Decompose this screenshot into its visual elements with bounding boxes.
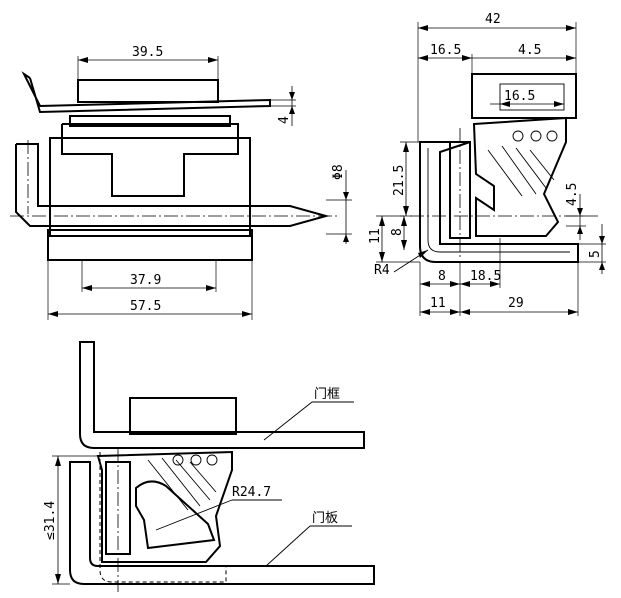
dim-arrow xyxy=(343,192,349,200)
dim-21-5-label: 21.5 xyxy=(392,165,407,196)
side-rib xyxy=(487,149,523,197)
install-hole xyxy=(206,454,218,466)
side-hole xyxy=(546,130,558,142)
side-rib xyxy=(501,145,537,195)
dim-arrow xyxy=(242,311,252,317)
side-hole xyxy=(530,130,542,142)
install-rib xyxy=(147,459,189,511)
dim-11h-label: 11 xyxy=(430,296,446,311)
dim-arrow xyxy=(460,281,470,287)
install-rib xyxy=(161,457,201,507)
door-frame-leader xyxy=(263,401,313,441)
dim-arrow xyxy=(490,281,500,287)
dim-arrow xyxy=(577,208,583,216)
dim-18-5-label: 18.5 xyxy=(470,269,501,284)
door-frame-label: 门框 xyxy=(314,387,340,402)
door-panel-label: 门板 xyxy=(312,511,338,526)
dim-4-label: 4 xyxy=(277,116,292,124)
dim-arrow xyxy=(460,309,470,315)
install-latch-housing xyxy=(96,450,233,563)
dim-arrow xyxy=(566,25,576,31)
dim-arrow xyxy=(568,309,578,315)
dim-16-5-label: 16.5 xyxy=(430,43,461,58)
install-top-block xyxy=(129,397,237,435)
side-latch xyxy=(472,116,567,237)
dim-arrow xyxy=(418,25,428,31)
dim-arrow xyxy=(379,216,385,226)
dim-29-label: 29 xyxy=(508,296,524,311)
dim-arrow xyxy=(450,281,460,287)
dim-57-5-label: 57.5 xyxy=(130,299,161,314)
r24-7-leader xyxy=(155,499,233,531)
side-view: 42 16.5 4.5 16.5 21.5 11 8 xyxy=(368,12,606,316)
side-rib xyxy=(529,149,555,181)
side-cap-inner xyxy=(499,83,565,111)
dim-arrow xyxy=(401,240,407,250)
door-panel xyxy=(69,461,375,585)
dim-arrow xyxy=(289,92,295,100)
dim-arrow xyxy=(55,456,61,466)
dim-arrow xyxy=(554,101,564,107)
front-housing xyxy=(49,137,251,237)
install-hole xyxy=(172,454,184,466)
dim-4-5-label: 4.5 xyxy=(518,43,541,58)
dim-arrow xyxy=(577,226,583,234)
r4-label: R4 xyxy=(374,263,390,278)
dim-arrow xyxy=(566,55,576,61)
dim-arrow xyxy=(450,309,460,315)
front-mid-body xyxy=(61,123,239,197)
install-rib xyxy=(189,461,217,493)
install-hole xyxy=(190,454,202,466)
dim-37-9-label: 37.9 xyxy=(130,273,161,288)
dim-5-label: 5 xyxy=(588,250,603,258)
front-top-block xyxy=(77,79,219,103)
dim-31-4-label: ≤31.4 xyxy=(43,501,58,540)
dim-arrow xyxy=(599,262,605,270)
dim-arrow xyxy=(599,236,605,244)
dim-phi8-label: Φ8 xyxy=(331,164,346,180)
side-inner-bracket xyxy=(427,148,570,253)
dim-arrow xyxy=(48,311,58,317)
dim-arrow xyxy=(289,106,295,114)
front-view: 39.5 4 Φ8 37.9 57.5 xyxy=(10,45,352,320)
dim-arrow xyxy=(82,285,92,291)
dim-arrow xyxy=(55,574,61,584)
front-upper-plate xyxy=(69,115,231,127)
side-l-body xyxy=(419,141,579,263)
dim-arrow xyxy=(403,142,409,152)
dim-arrow xyxy=(462,55,472,61)
install-view: ≤31.4 R24.7 门框 门板 xyxy=(43,341,375,592)
dim-11-label: 11 xyxy=(368,228,383,244)
dim-arrow xyxy=(208,57,218,63)
dim-4-5r-label: 4.5 xyxy=(565,183,580,206)
dim-arrow xyxy=(420,281,430,287)
dim-arrow xyxy=(401,216,407,226)
dim-arrow xyxy=(420,309,430,315)
dim-8h-label: 8 xyxy=(438,269,446,284)
r24-7-label: R24.7 xyxy=(232,485,271,500)
side-hole xyxy=(512,130,524,142)
front-base-plate xyxy=(47,229,253,261)
dim-arrow xyxy=(418,250,428,258)
install-rib xyxy=(175,459,211,501)
side-cap xyxy=(471,73,577,119)
dim-arrow xyxy=(379,252,385,262)
dim-arrow xyxy=(343,234,349,242)
dim-arrow xyxy=(418,55,428,61)
dim-arrow xyxy=(206,285,216,291)
install-hidden-outline xyxy=(99,452,227,583)
dim-arrow xyxy=(500,101,510,107)
dim-39-5-label: 39.5 xyxy=(132,45,163,60)
dim-arrow xyxy=(403,206,409,216)
side-rib xyxy=(515,147,547,189)
install-latch-arm xyxy=(135,480,216,550)
dim-cap-label: 16.5 xyxy=(504,89,535,104)
door-panel-leader xyxy=(265,525,311,567)
dim-42-label: 42 xyxy=(485,12,501,27)
dim-8v-label: 8 xyxy=(390,228,405,236)
front-pin xyxy=(15,143,330,227)
dim-arrow xyxy=(78,57,88,63)
